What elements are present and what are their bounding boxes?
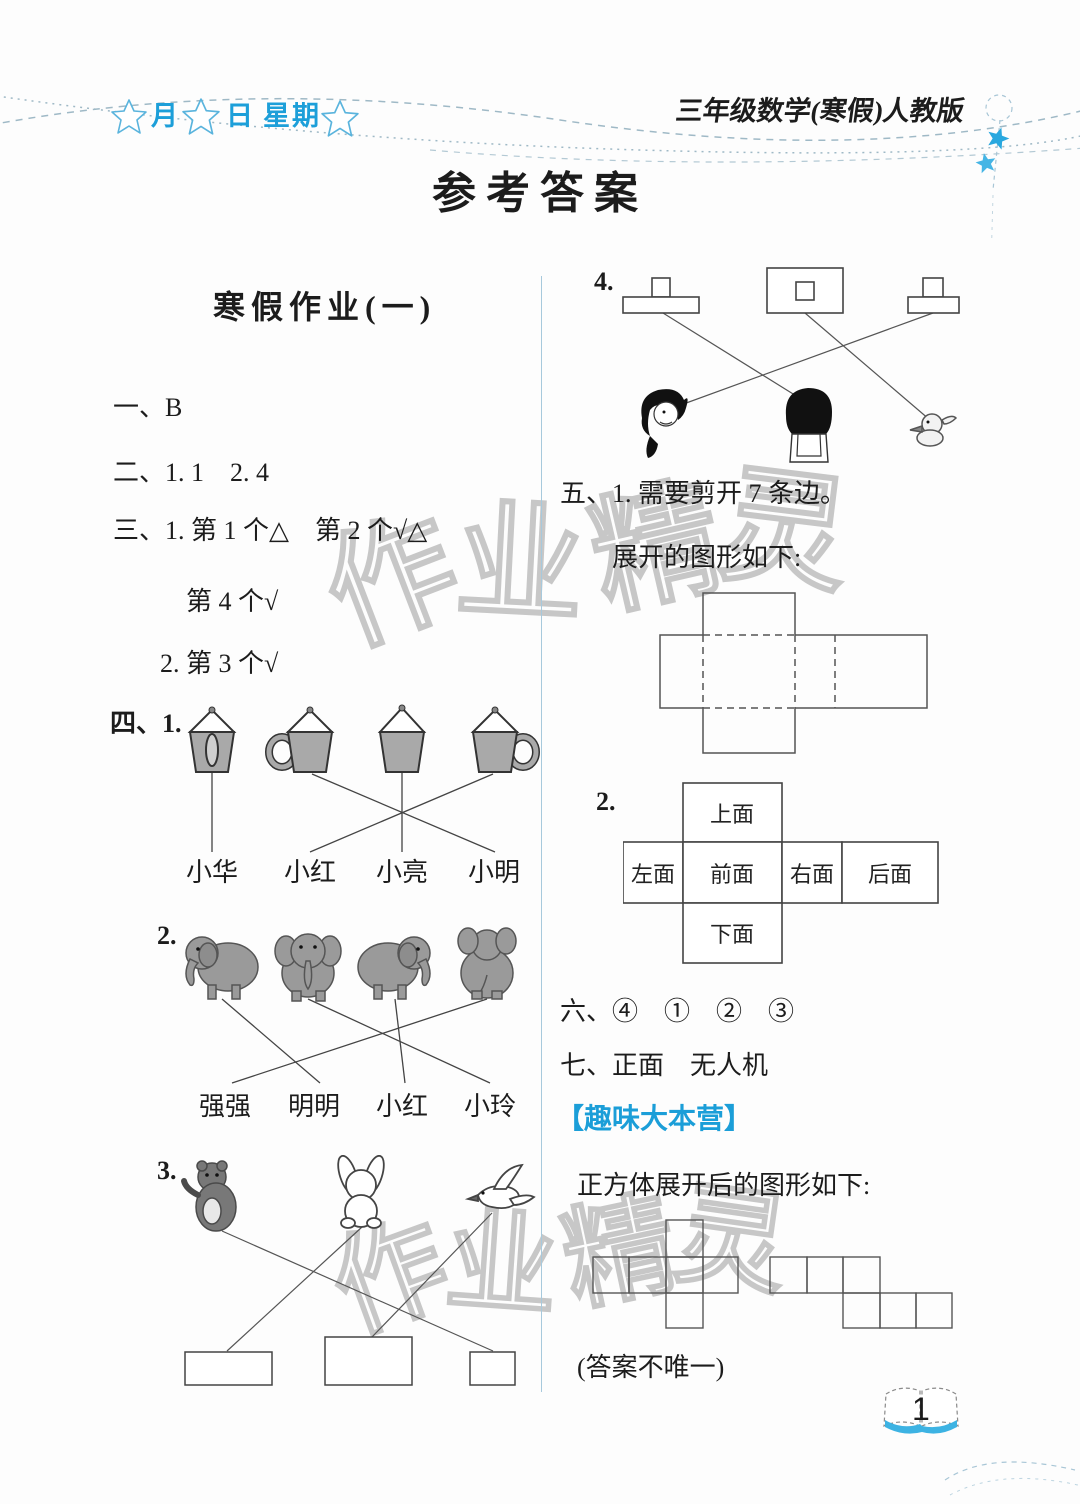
answer-box-2: [324, 1336, 413, 1386]
view-shape-right: [907, 296, 960, 314]
blue-star-icon: [988, 127, 1010, 150]
homework-title: 寒假作业(一): [213, 289, 437, 325]
page-number-book-icon: [883, 1387, 959, 1434]
elephant-name: 明明: [287, 1092, 340, 1121]
cups-matching-diagram: [187, 704, 540, 853]
bird-icon: [464, 1163, 536, 1210]
face-label-top: 上面: [709, 802, 755, 827]
view-shape-middle-inner: [795, 281, 815, 301]
page-title: 参考答案: [432, 169, 648, 218]
elephant-back-icon: [457, 927, 517, 1000]
edition-label: 三年级数学(寒假)人教版: [673, 96, 967, 126]
bear-icon: [181, 1160, 237, 1232]
face-label-bottom: 下面: [709, 922, 755, 947]
fun-section-title: 【趣味大本营】: [556, 1104, 753, 1135]
cup-name: 小华: [185, 858, 238, 887]
answer-q4-2-label: 2.: [157, 921, 177, 950]
answer-q4-3-label: 3.: [157, 1156, 177, 1185]
person-back-icon: [785, 388, 832, 463]
rabbit-back-icon: [337, 1155, 385, 1229]
face-label-front: 前面: [709, 862, 755, 887]
answer-q3-line2: 第 4 个√: [186, 587, 279, 616]
elephant-name: 强强: [198, 1092, 251, 1121]
view-shape-left-top: [651, 277, 671, 298]
box-net-diagram: [659, 592, 928, 754]
column-divider: [541, 276, 542, 1392]
answer-q2: 二、1. 1 2. 4: [113, 458, 270, 487]
answer-q3-line3: 2. 第 3 个√: [160, 649, 279, 678]
answer-q7: 七、正面 无人机: [560, 1051, 769, 1080]
cup-names-row: 小华 小红 小亮 小明: [160, 852, 550, 889]
answer-q1: 一、B: [113, 393, 183, 422]
girl-icon: [641, 389, 688, 458]
date-star-2-icon: [182, 98, 220, 135]
day-label: 日: [226, 101, 255, 131]
elephants-matching-diagram: [185, 927, 517, 1084]
elephant-front-icon: [274, 933, 342, 1002]
cup-name: 小亮: [375, 858, 428, 887]
view-shape-right-top: [922, 277, 944, 298]
answer-q5-line2: 展开的图形如下:: [612, 543, 802, 572]
cup-back-handle-icon: [377, 704, 427, 773]
face-label-back: 后面: [867, 862, 913, 887]
elephant-name: 小玲: [463, 1092, 516, 1121]
page-number: 1: [912, 1391, 930, 1427]
answer-q4-label: 四、1.: [110, 709, 182, 738]
duck-icon: [909, 413, 958, 447]
face-label-left: 左面: [630, 862, 676, 887]
answer-q4-4-label: 4.: [594, 267, 614, 296]
face-label-right: 右面: [789, 862, 835, 887]
week-label: 星期: [263, 101, 321, 131]
answer-q3-line1: 三、1. 第 1 个△ 第 2 个√△: [113, 516, 428, 545]
footer-decoration-lines: [944, 1461, 1079, 1496]
date-star-1-icon: [111, 99, 147, 134]
date-star-3-icon: [321, 100, 359, 137]
elephant-name: 小红: [375, 1092, 428, 1121]
month-label: 月: [151, 101, 180, 131]
cup-right-handle-icon: [470, 706, 540, 773]
fun-note: (答案不唯一): [577, 1353, 725, 1382]
cup-name: 小明: [467, 858, 520, 887]
animals-matching-diagram: [181, 1155, 536, 1386]
answer-q5-line1: 五、1. 需要剪开 7 条边。: [560, 479, 847, 508]
answer-box-1: [184, 1351, 273, 1386]
view-shape-left: [622, 296, 700, 314]
cup-name: 小红: [283, 858, 336, 887]
fun-line1: 正方体展开后的图形如下:: [577, 1171, 871, 1200]
answer-box-3: [469, 1351, 516, 1386]
cube-faces-net-diagram: [623, 782, 939, 964]
blue-star-small-icon: [975, 153, 996, 174]
answer-q5-2-label: 2.: [596, 787, 616, 816]
views-matching-diagram: [622, 267, 960, 463]
answer-q6: 六、④ ① ② ③: [560, 997, 795, 1026]
cube-unfold-nets-diagram: [592, 1219, 953, 1329]
elephant-names-row: 强强 明明 小红 小玲: [180, 1086, 540, 1123]
cup-left-handle-icon: [265, 706, 335, 773]
cup-front-handle-icon: [187, 706, 237, 773]
elephant-side-right-icon: [357, 936, 431, 1000]
elephant-side-left-icon: [185, 936, 259, 1000]
